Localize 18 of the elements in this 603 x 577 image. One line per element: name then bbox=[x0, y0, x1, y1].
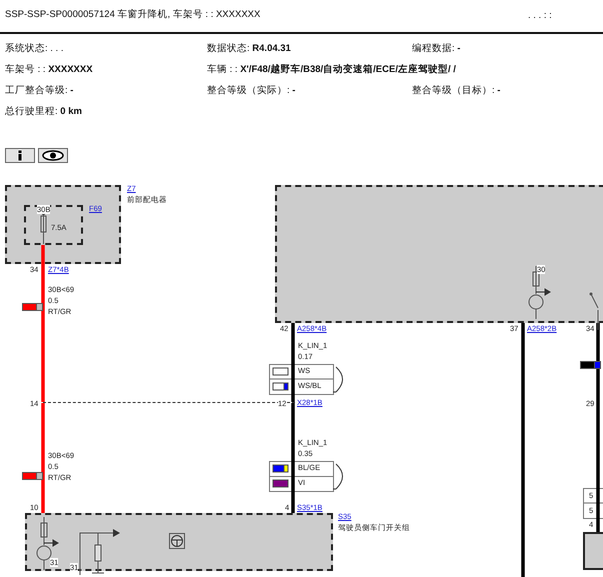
status-field: 整合等级（目标）: - bbox=[412, 84, 500, 97]
status-field: 数据状态: R4.04.31 bbox=[207, 42, 291, 55]
status-field: 编程数据: - bbox=[412, 42, 460, 55]
status-field: 车架号 : : XXXXXXX bbox=[5, 63, 93, 76]
wire bbox=[596, 323, 600, 532]
page-title: SSP-SSP-SP0000057124 车窗升降机, 车架号 : : XXXXXXX bbox=[5, 8, 260, 21]
status-field: 工厂整合等级: - bbox=[5, 84, 74, 97]
wire bbox=[41, 403, 45, 513]
header-text: . . . : : bbox=[528, 10, 552, 21]
wire bbox=[291, 323, 295, 402]
wire bbox=[41, 245, 45, 402]
wire bbox=[291, 403, 295, 513]
status-field: 整合等级（实际）: - bbox=[207, 84, 296, 97]
status-field: 车辆 : : X'/F48/越野车/B38/自动变速箱/ECE/左座驾驶型/ / bbox=[207, 63, 456, 76]
control-unit-box bbox=[275, 185, 603, 323]
wire bbox=[521, 323, 525, 577]
status-field: 总行驶里程: 0 km bbox=[5, 105, 82, 118]
status-field: 系统状态: . . . bbox=[5, 42, 64, 55]
